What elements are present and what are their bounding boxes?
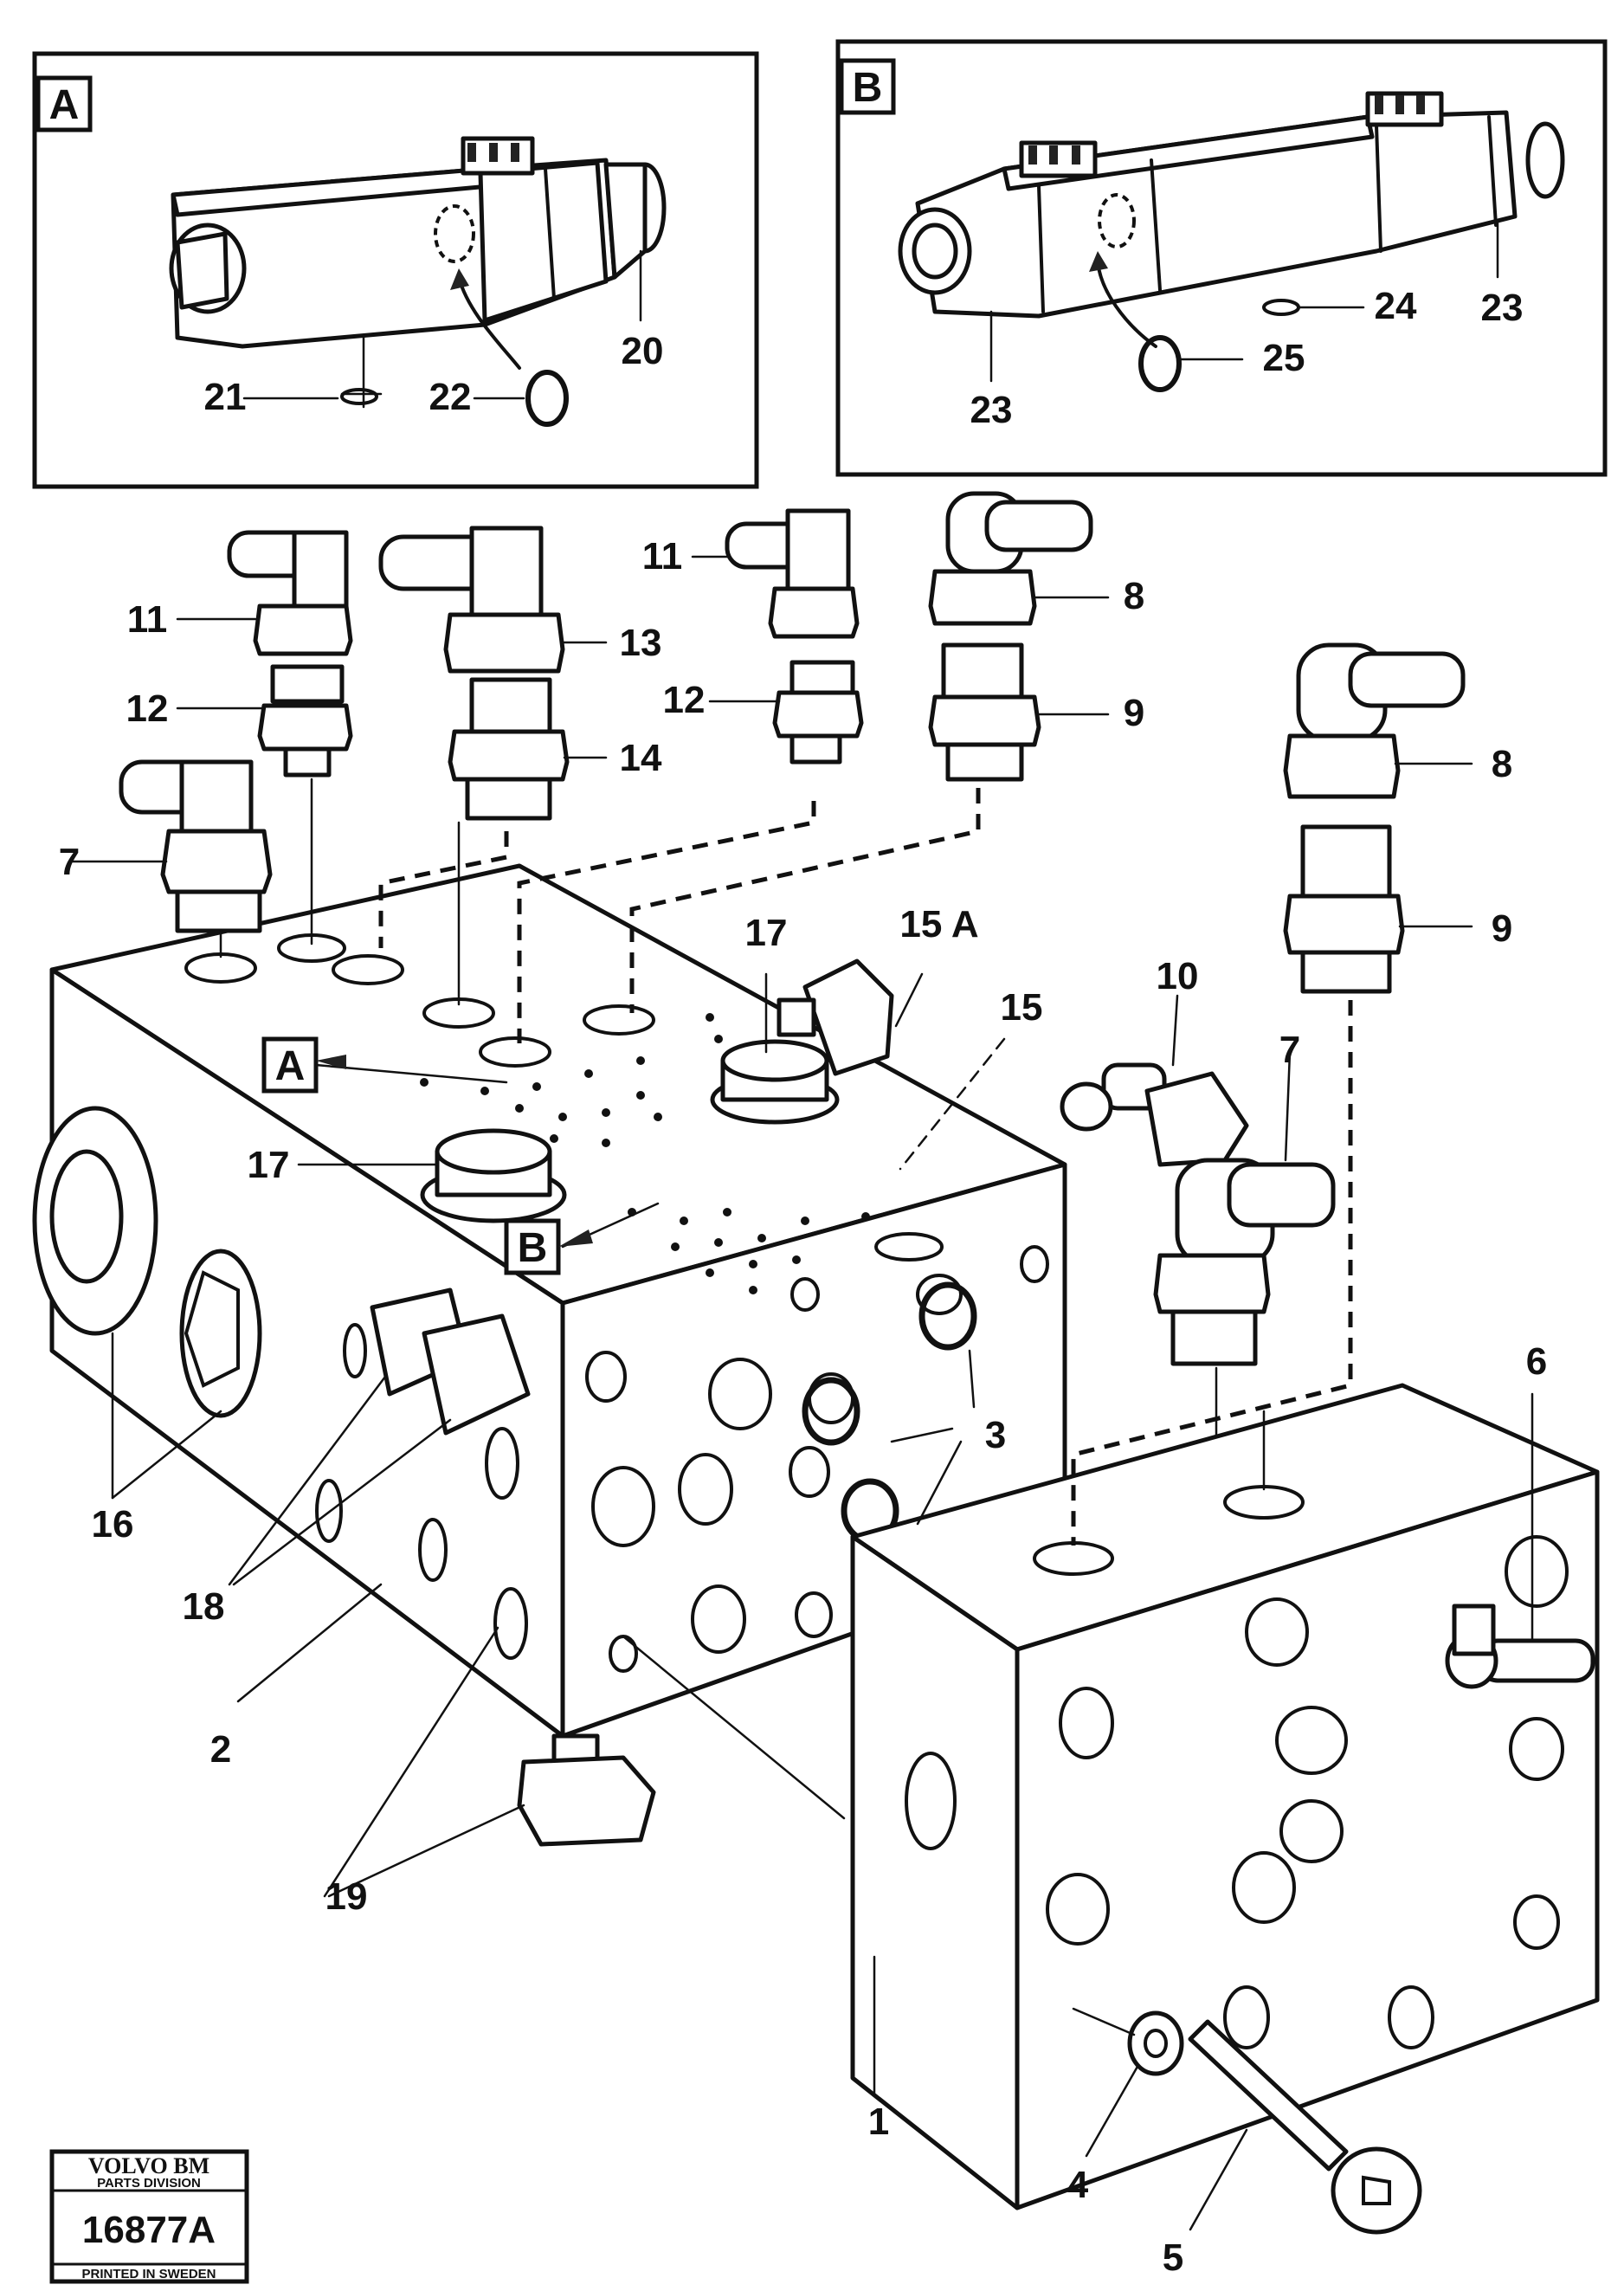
callout-8-upper: 8 — [1124, 575, 1144, 617]
callout-9-right: 9 — [1492, 907, 1512, 950]
inset-b-frame — [835, 39, 1608, 477]
main-valve-block — [32, 863, 1067, 1847]
inset-b-tag-box — [839, 58, 896, 115]
callout-5: 5 — [1163, 2236, 1183, 2279]
union-14 — [448, 677, 570, 821]
callout-7-left: 7 — [59, 841, 80, 883]
view-marker-a: A — [275, 1043, 306, 1089]
callout-14: 14 — [620, 737, 662, 779]
callout-15a: 15 A — [899, 903, 978, 945]
union-9-upper — [928, 642, 1041, 782]
adapter-10 — [1060, 1062, 1249, 1167]
callout-17-rear: 17 — [745, 912, 788, 954]
callout-10: 10 — [1157, 955, 1199, 997]
adapter-12-right — [772, 660, 864, 765]
sub-block-1 — [850, 1383, 1600, 2210]
elbow-fitting-7-left — [119, 759, 273, 933]
stamp-division: PARTS DIVISION — [97, 2176, 201, 2191]
cap-screw-5 — [1188, 2019, 1422, 2235]
stamp-number: 16877A — [82, 2209, 216, 2251]
callout-labels: 11 12 7 13 14 11 12 8 9 8 9 17 15 A 15 1… — [59, 535, 1547, 2279]
callout-25: 25 — [1263, 337, 1305, 379]
plugs-18 — [370, 1287, 531, 1436]
elbow-fitting-8-upper — [928, 491, 1093, 626]
solenoid-valve-a — [169, 136, 667, 427]
union-9-right — [1283, 824, 1405, 994]
callout-23-right: 23 — [1481, 287, 1524, 329]
washer-4 — [1127, 2010, 1184, 2076]
callout-3: 3 — [985, 1414, 1006, 1456]
callout-4: 4 — [1067, 2164, 1089, 2206]
plug-15a — [777, 958, 894, 1076]
callout-13: 13 — [620, 622, 662, 664]
inset-a-tag: A — [49, 82, 80, 128]
callout-21: 21 — [204, 376, 247, 418]
adapter-12-left — [257, 664, 353, 778]
stamp-brand: VOLVO BM — [88, 2153, 209, 2178]
callout-23-left: 23 — [970, 389, 1013, 431]
callout-22: 22 — [429, 376, 472, 418]
elbow-fitting-7-right — [1153, 1158, 1336, 1366]
callout-19: 19 — [325, 1875, 368, 1918]
callout-9-upper: 9 — [1124, 692, 1144, 734]
callout-15: 15 — [1001, 986, 1043, 1029]
volvo-parts-stamp: VOLVO BM PARTS DIVISION 16877A PRINTED I… — [49, 2149, 249, 2284]
callout-18: 18 — [183, 1585, 225, 1628]
callout-8-right: 8 — [1492, 743, 1512, 785]
callout-1: 1 — [868, 2101, 889, 2143]
inset-b: B — [835, 39, 1608, 477]
callout-12-left: 12 — [126, 687, 169, 730]
callout-6: 6 — [1526, 1340, 1547, 1383]
callout-20: 20 — [622, 330, 664, 372]
elbow-fitting-8-right — [1283, 642, 1466, 799]
callout-16: 16 — [92, 1503, 134, 1546]
stamp-printed: PRINTED IN SWEDEN — [81, 2267, 216, 2281]
elbow-fitting-13 — [378, 526, 565, 674]
plug-19 — [517, 1733, 656, 1847]
view-marker-a-box — [261, 1036, 319, 1094]
callout-2: 2 — [210, 1728, 231, 1771]
callout-7-right: 7 — [1279, 1029, 1300, 1071]
callout-11-left: 11 — [127, 598, 168, 641]
inset-a: A — [32, 51, 759, 489]
leaders — [111, 972, 1534, 2231]
inset-a-tag-box — [35, 75, 93, 132]
plug-17-front — [420, 1128, 567, 1223]
view-marker-b: B — [518, 1225, 548, 1271]
solenoid-valve-b — [898, 91, 1565, 392]
callout-17-front: 17 — [248, 1144, 290, 1186]
inset-a-frame — [32, 51, 759, 489]
port-pattern — [420, 1013, 870, 1294]
callout-11-right: 11 — [642, 535, 683, 578]
plug-17-rear — [710, 1039, 840, 1125]
callout-12-right: 12 — [663, 679, 706, 721]
inset-b-tag: B — [853, 65, 883, 111]
elbow-fitting-11-right — [725, 508, 860, 639]
elbow-fitting-6 — [1445, 1604, 1595, 1689]
callout-24: 24 — [1375, 285, 1417, 327]
elbow-fitting-11-left — [227, 530, 353, 656]
